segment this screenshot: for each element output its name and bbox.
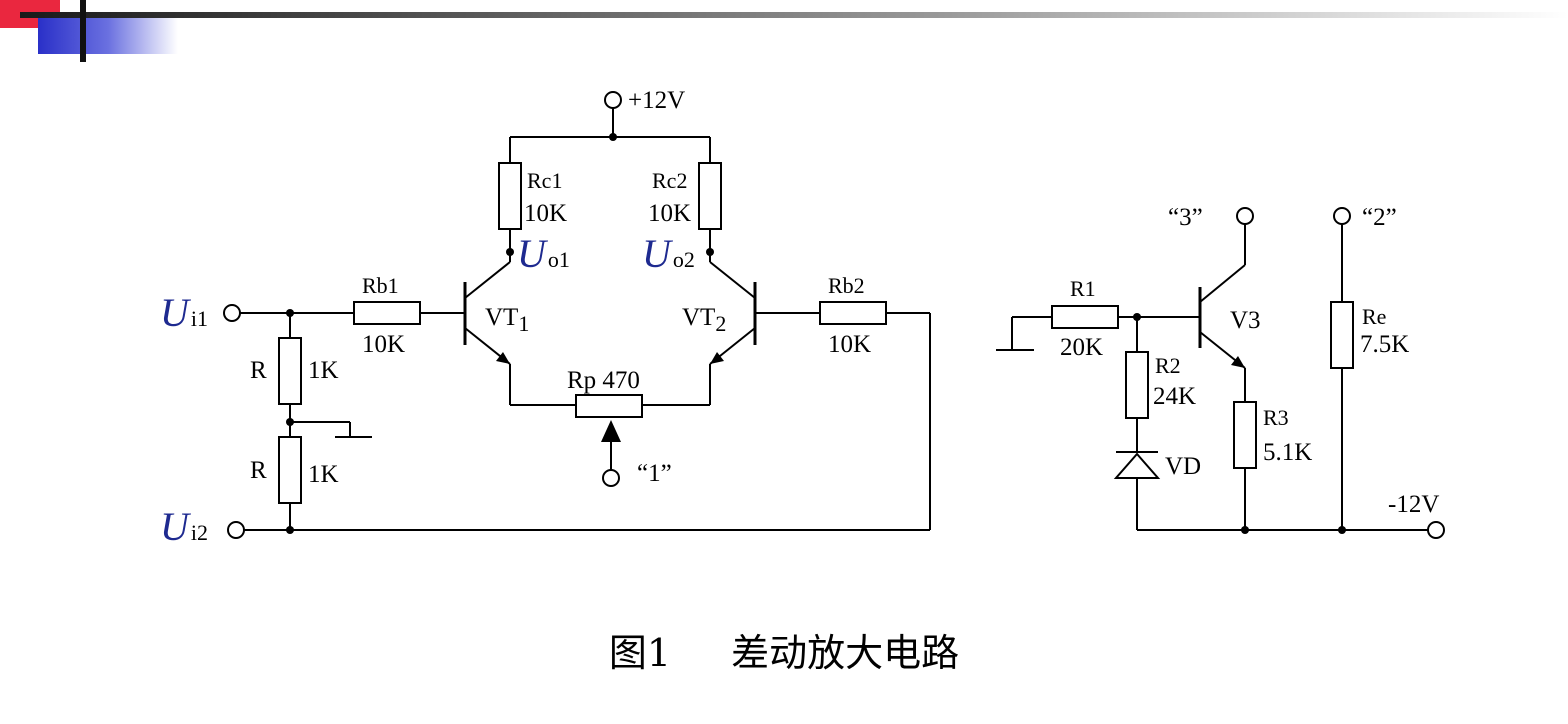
vd-diode (1113, 452, 1161, 479)
symbols (286, 133, 1346, 534)
ui2-label: Ui2 (160, 504, 208, 549)
rc1-value: 10K (524, 200, 567, 227)
junction-dot (1133, 313, 1141, 321)
header-decoration (0, 0, 1568, 62)
r2-name: R2 (1155, 353, 1181, 378)
rb2-value: 10K (828, 331, 871, 358)
terminal-2-label: “2” (1362, 204, 1397, 231)
vt1-label: VT1 (485, 304, 529, 336)
ui1-terminal (223, 304, 241, 322)
vplus-label: +12V (628, 87, 685, 114)
rc1-resistor (498, 162, 522, 230)
re-resistor (1330, 301, 1354, 369)
vd-label: VD (1165, 453, 1201, 480)
r-upper-value: 1K (308, 357, 339, 384)
ui2-terminal (227, 521, 245, 539)
re-value: 7.5K (1360, 331, 1409, 358)
vt2-emitter-arrow (710, 352, 724, 364)
figure-number: 图1 (608, 631, 672, 675)
vminus-label: -12V (1388, 491, 1439, 518)
junction-dot (706, 248, 714, 256)
vminus-terminal (1427, 521, 1445, 539)
r-upper-resistor (278, 337, 302, 405)
junction-dot (1241, 526, 1249, 534)
rb1-resistor (353, 301, 421, 325)
rb2-name: Rb2 (828, 273, 865, 298)
rb2-resistor (819, 301, 887, 325)
re-name: Re (1362, 304, 1386, 329)
r1-value: 20K (1060, 334, 1103, 361)
vt1-emitter-arrow (496, 352, 510, 364)
rc2-value: 10K (648, 200, 691, 227)
v3-label: V3 (1230, 307, 1261, 334)
rp-potentiometer (575, 394, 643, 418)
r-lower-resistor (278, 436, 302, 504)
rb1-value: 10K (362, 331, 405, 358)
header-rule (20, 12, 1568, 18)
figure-title: 差动放大电路 (731, 631, 960, 675)
r-lower-value: 1K (308, 461, 339, 488)
rc2-resistor (698, 162, 722, 230)
r-lower-name: R (250, 457, 267, 484)
r3-resistor (1233, 401, 1257, 469)
r-upper-name: R (250, 357, 267, 384)
header-cross-vertical (80, 0, 86, 62)
junction-dot (1338, 526, 1346, 534)
figure-caption: 图1 差动放大电路 (0, 622, 1568, 677)
vt2-label: VT2 (682, 304, 726, 336)
r1-resistor (1051, 305, 1119, 329)
uo2-label: Uo2 (642, 231, 695, 276)
terminal-3-label: “3” (1168, 204, 1203, 231)
uo1-label: Uo1 (517, 231, 570, 276)
terminal-1-label: “1” (637, 460, 672, 487)
terminal-3 (1236, 207, 1254, 225)
r1-name: R1 (1070, 276, 1096, 301)
rb1-name: Rb1 (362, 273, 399, 298)
rp-label: Rp 470 (567, 367, 640, 394)
junction-dot (286, 309, 294, 317)
vplus-terminal (604, 91, 622, 109)
r2-resistor (1125, 351, 1149, 419)
r3-name: R3 (1263, 405, 1289, 430)
rp-wiper-arrow (601, 420, 621, 442)
terminal-1 (602, 469, 620, 487)
terminal-2 (1333, 207, 1351, 225)
junction-dot (286, 526, 294, 534)
rc1-name: Rc1 (527, 168, 562, 193)
junction-dot (506, 248, 514, 256)
v3-emitter-arrow (1231, 356, 1245, 368)
header-blue-block (38, 16, 178, 54)
wires (223, 91, 1445, 539)
junction-dot (609, 133, 617, 141)
junction-dot (286, 418, 294, 426)
r3-value: 5.1K (1263, 439, 1312, 466)
rc2-name: Rc2 (652, 168, 687, 193)
r2-value: 24K (1153, 383, 1196, 410)
ui1-label: Ui1 (160, 290, 208, 335)
